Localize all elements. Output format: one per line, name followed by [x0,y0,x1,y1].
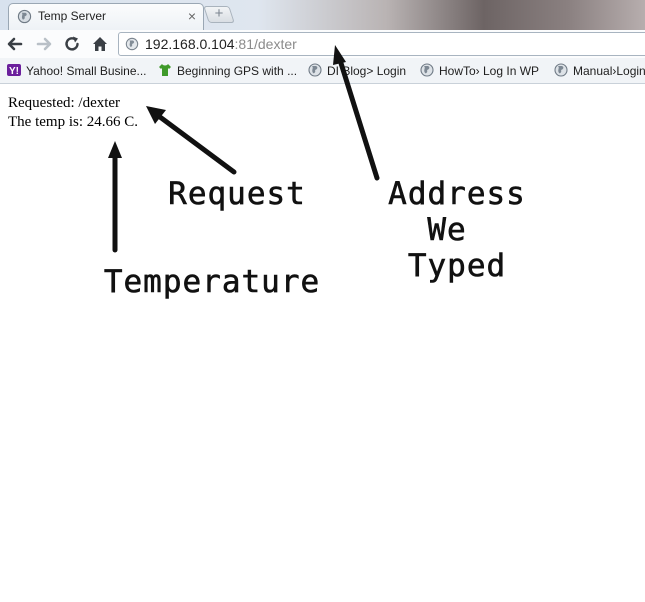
address-bar[interactable]: 192.168.0.104:81/dexter [118,32,645,56]
plus-icon: + [214,5,224,22]
yahoo-icon: Y! [7,64,21,77]
globe-icon [420,63,434,77]
home-icon[interactable] [90,34,110,54]
bookmark-label: HowTo› Log In WP [439,64,540,78]
annotation-address-line1: Address [388,176,526,213]
annotation-temperature: Temperature [103,264,321,301]
globe-icon [554,63,568,77]
globe-icon [17,9,32,24]
address-host: 192.168.0.104 [145,36,235,52]
svg-text:Y!: Y! [9,66,19,77]
bookmark-label: Beginning GPS with ... [177,64,298,78]
temperature-line: The temp is: 24.66 C. [8,114,138,130]
close-tab-icon[interactable]: × [187,8,196,24]
annotation-address-line3: Typed [407,248,507,285]
request-arrow [157,114,237,175]
bookmark-label: Yahoo! Small Busine... [26,64,147,78]
address-url: 192.168.0.104:81/dexter [145,36,297,52]
address-port-path: :81/dexter [234,36,297,52]
tab-title: Temp Server [38,9,107,23]
browser-tab[interactable]: Temp Server × [8,3,204,30]
annotation-request: Request [168,176,306,213]
bookmarks-bar: Y! Yahoo! Small Busine... Beginning GPS … [0,58,645,84]
temperature-arrowhead [108,141,122,158]
request-arrowhead [146,106,166,124]
back-arrow-icon[interactable] [5,34,25,54]
browser-toolbar: 192.168.0.104:81/dexter [0,30,645,58]
bookmark-label: DI Blog> Login [327,64,407,78]
bookmark-label: Manual›Login [573,64,645,78]
forward-arrow-icon[interactable] [34,34,54,54]
annotation-address-line2: We [427,212,467,249]
globe-icon [125,37,139,51]
tab-strip: Temp Server × + [0,0,645,30]
globe-icon [308,63,322,77]
shirt-icon [159,64,171,76]
reload-icon[interactable] [62,34,82,54]
page-content: Requested: /dexter The temp is: 24.66 C. [8,94,138,132]
requested-line: Requested: /dexter [8,95,121,111]
